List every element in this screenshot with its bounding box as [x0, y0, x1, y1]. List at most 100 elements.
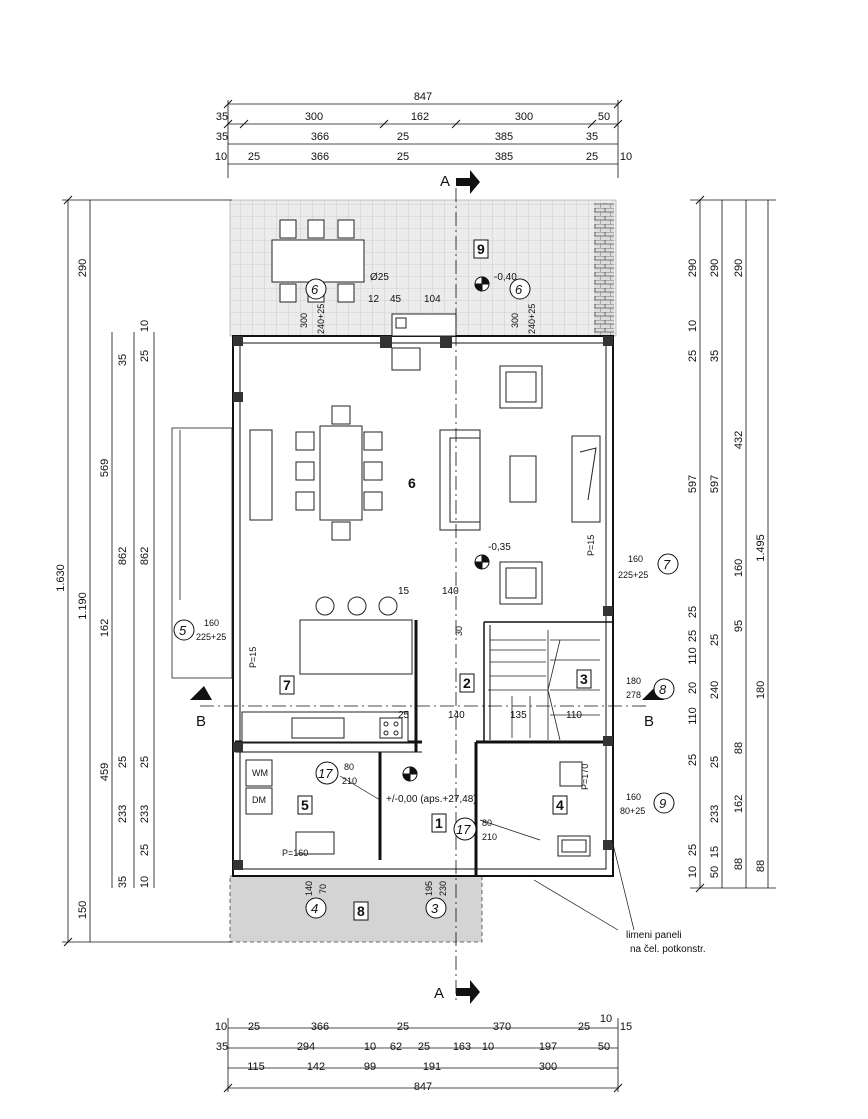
dimension-lines	[62, 100, 776, 1092]
dim-left-small-3: 25	[117, 756, 129, 768]
tag-6a-w: 240+25	[316, 304, 326, 334]
note-chim-45: 45	[390, 294, 402, 305]
dim-right-small-10: 88	[733, 742, 745, 754]
dim-top-r3-0: 10	[215, 151, 227, 163]
room-5: 5	[301, 797, 309, 813]
dim-right-small-1: 25	[687, 350, 699, 362]
dim-bot-r1-7: 15	[620, 1021, 632, 1033]
tag-circles	[173, 278, 679, 919]
dim-right-outer-0b: 290	[709, 259, 721, 277]
dim-bot-r2-4: 25	[418, 1041, 430, 1053]
dim-right-mid-0a: 597	[687, 475, 699, 493]
note-panels-1: limeni paneli	[626, 930, 682, 941]
note-d15: 15	[398, 586, 410, 597]
dim-bot-r1-2: 366	[311, 1021, 329, 1033]
dim-right-small-7: 20	[687, 682, 699, 694]
brick-column	[594, 203, 614, 336]
dim-top-r1-0: 35	[216, 111, 228, 123]
dim-left-small-1: 25	[139, 350, 151, 362]
tag-5: 5	[179, 623, 187, 638]
dim-right-small-15: 50	[709, 866, 721, 878]
outdoor-stair	[171, 427, 233, 679]
sideboard	[249, 429, 273, 521]
tag-17b-h: 210	[482, 832, 497, 842]
left-dimensions: 1.630 290 1.190 150 569 162 459 862 862 …	[55, 259, 151, 919]
note-chimney-dia: Ø25	[370, 272, 389, 283]
dim-bot-r2-8: 50	[598, 1041, 610, 1053]
dim-left-small-2: 10	[139, 320, 151, 332]
note-d110-k: 110	[566, 710, 582, 721]
laundry-units	[245, 759, 335, 855]
interior-stair	[488, 630, 600, 741]
dim-left-inner-1a: 233	[117, 805, 129, 823]
dim-bot-total: 847	[414, 1081, 432, 1093]
dim-top-r1-1: 300	[305, 111, 323, 123]
room-8: 8	[357, 903, 365, 919]
dim-right-mid-2: 162	[733, 795, 745, 813]
dim-right-outer-0a: 290	[687, 259, 699, 277]
tag-5-h: 225+25	[196, 632, 226, 642]
level-labels: -0,40 -0,35 +/-0,00 (aps.+27,48)	[386, 272, 517, 805]
dim-top-r2-2: 25	[397, 131, 409, 143]
bottom-dimensions: 10 25 366 25 370 25 10 15 35 294 10 62 2…	[215, 1013, 632, 1093]
dim-right-mid-3: 88	[755, 860, 767, 872]
tag-17a-h: 210	[342, 776, 357, 786]
chimney	[391, 313, 457, 371]
dim-bot-r1-3: 25	[397, 1021, 409, 1033]
tag-8: 8	[659, 682, 667, 697]
tag-7-w: 160	[628, 554, 643, 564]
room-1: 1	[435, 815, 443, 831]
dim-top-r1-4: 50	[598, 111, 610, 123]
dim-top-r2-1: 366	[311, 131, 329, 143]
dim-left-inner-1b: 233	[139, 805, 151, 823]
dim-right-mid-0b: 597	[709, 475, 721, 493]
tag-6a: 6	[311, 282, 319, 297]
dim-right-inner-5: 88	[733, 858, 745, 870]
dim-right-inner-1: 160	[733, 559, 745, 577]
opening-tags: 6 300 240+25 6 300 240+25 5 160 225+25 7…	[179, 282, 671, 916]
tag-3: 3	[431, 901, 439, 916]
bar-stools	[315, 596, 398, 616]
dim-left-small-5: 35	[117, 876, 129, 888]
dim-bot-r1-4: 370	[493, 1021, 511, 1033]
dim-bot-r2-3: 62	[390, 1041, 402, 1053]
dim-right-small-2: 35	[709, 350, 721, 362]
dim-bot-r2-1: 294	[297, 1041, 315, 1053]
note-chim-12: 12	[368, 294, 380, 305]
tag-6a-h: 300	[299, 313, 309, 328]
section-a-bottom: A	[434, 985, 444, 1002]
note-p160: P=160	[282, 848, 308, 858]
tag-6b: 6	[515, 282, 523, 297]
room-numbers: 9 7 2 3 5 4 1 8 6	[279, 239, 592, 921]
dim-right-inner-4: 233	[709, 805, 721, 823]
dim-right-small-8: 110	[687, 707, 699, 725]
dim-right-small-6: 110	[687, 647, 699, 665]
section-a-top: A	[440, 173, 450, 190]
dim-left-inner-0b: 862	[139, 547, 151, 565]
section-b-left: B	[196, 713, 206, 730]
tag-7: 7	[663, 557, 671, 572]
dim-bot-r2-0: 35	[216, 1041, 228, 1053]
dim-right-small-4: 25	[709, 634, 721, 646]
tag-6b-w: 240+25	[527, 304, 537, 334]
level-terrace: -0,40	[494, 272, 517, 283]
dim-bot-r2-2: 10	[364, 1041, 376, 1053]
dim-top-r3-6: 10	[620, 151, 632, 163]
dim-top-r3-2: 366	[311, 151, 329, 163]
dim-left-mid-2: 459	[99, 763, 111, 781]
note-wm: WM	[252, 768, 268, 778]
tag-17a-w: 80	[344, 762, 354, 772]
dimension-ticks	[63, 99, 705, 1093]
dim-top-r2-3: 385	[495, 131, 513, 143]
note-d30: 30	[454, 626, 464, 636]
leader-lines	[339, 775, 635, 931]
dim-bot-r3-2: 99	[364, 1061, 376, 1073]
dim-left-small-0: 35	[117, 354, 129, 366]
note-d140-top: 140	[442, 586, 459, 597]
dim-right-small-3: 25	[687, 606, 699, 618]
dim-right-inner-2: 95	[733, 620, 745, 632]
dim-bot-r3-1: 142	[307, 1061, 325, 1073]
dim-top-r3-3: 25	[397, 151, 409, 163]
note-p15-left: P=15	[248, 647, 258, 668]
